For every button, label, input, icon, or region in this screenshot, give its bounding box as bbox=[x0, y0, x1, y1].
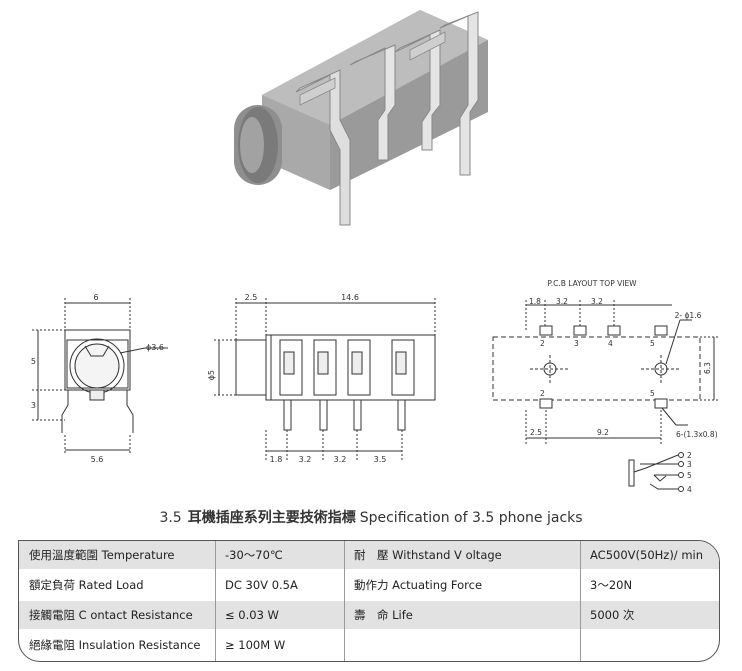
pcb-bottom-dim-2: 9.2 bbox=[597, 428, 609, 437]
spec-label: 動作力 Actuating Force bbox=[354, 578, 483, 592]
spec-label: 耐 壓 Withstand V oltage bbox=[354, 548, 502, 562]
spec-table: 使用溫度範圍 Temperature -30～70℃ 耐 壓 Withstand… bbox=[18, 540, 720, 662]
title-english: Specification of 3.5 phone jacks bbox=[359, 510, 583, 526]
pcb-layout-drawing bbox=[492, 300, 718, 445]
schematic-pin: 4 bbox=[687, 485, 692, 494]
column-divider bbox=[344, 541, 345, 661]
spec-label: 絕緣電阻 Insulation Resistance bbox=[29, 638, 201, 652]
pcb-top-dim-1: 1.8 bbox=[529, 297, 541, 306]
jack-schematic-symbol bbox=[628, 452, 684, 492]
pad-number: 3 bbox=[574, 339, 579, 348]
column-divider bbox=[580, 541, 581, 661]
title-chinese: 耳機插座系列主要技術指標 bbox=[187, 510, 356, 526]
jack-product-image bbox=[234, 10, 488, 226]
pcb-top-dim-3: 3.2 bbox=[591, 297, 603, 306]
pcb-bottom-dim-1: 2.5 bbox=[530, 428, 542, 437]
front-width-label: 6 bbox=[93, 293, 98, 302]
spec-label: 接觸電阻 C ontact Resistance bbox=[29, 608, 193, 622]
side-pitch-1: 1.8 bbox=[270, 455, 283, 464]
technical-drawings: 6 ϕ3.6 5 3 5.6 2.5 1 bbox=[31, 10, 718, 494]
pcb-top-dim-2: 3.2 bbox=[556, 297, 568, 306]
table-row: 接觸電阻 C ontact Resistance ≤ 0.03 W 壽 命 Li… bbox=[19, 601, 719, 629]
front-pin-label: 3 bbox=[31, 401, 36, 410]
front-pin-span-label: 5.6 bbox=[91, 455, 104, 464]
spec-value: 5000 次 bbox=[590, 608, 635, 622]
front-height-label: 5 bbox=[31, 357, 36, 366]
pcb-height-label: 6.3 bbox=[703, 362, 712, 374]
pad-number: 5 bbox=[650, 389, 655, 398]
spec-label: 壽 命 Life bbox=[354, 608, 413, 622]
spec-value: AC500V(50Hz)/ min bbox=[590, 548, 704, 562]
column-divider bbox=[215, 541, 216, 661]
side-off-label: 2.5 bbox=[245, 293, 258, 302]
spec-value: DC 30V 0.5A bbox=[225, 578, 298, 592]
title-number: 3.5 bbox=[159, 510, 182, 526]
spec-value: ≥ 100M W bbox=[225, 638, 286, 652]
schematic-pin: 5 bbox=[687, 471, 692, 480]
pcb-pad-callout: 6-(1.3x0.8) bbox=[676, 430, 718, 439]
front-view-drawing bbox=[32, 298, 168, 455]
schematic-pin: 2 bbox=[687, 451, 692, 460]
pad-number: 2 bbox=[540, 339, 545, 348]
side-pitch-4: 3.5 bbox=[374, 455, 387, 464]
pad-number: 4 bbox=[608, 339, 613, 348]
spec-value: 3～20N bbox=[590, 578, 633, 592]
side-pitch-2: 3.2 bbox=[299, 455, 312, 464]
spec-label: 額定負荷 Rated Load bbox=[29, 578, 144, 592]
table-row: 使用溫度範圍 Temperature -30～70℃ 耐 壓 Withstand… bbox=[19, 541, 719, 569]
table-row: 額定負荷 Rated Load DC 30V 0.5A 動作力 Actuatin… bbox=[19, 571, 719, 599]
pcb-hole-callout: 2- ϕ1.6 bbox=[675, 311, 702, 320]
side-view-drawing bbox=[214, 298, 436, 460]
side-dia-label: ϕ5 bbox=[207, 370, 216, 380]
schematic-pin: 3 bbox=[687, 460, 692, 469]
side-pitch-3: 3.2 bbox=[334, 455, 347, 464]
front-hole-label: ϕ3.6 bbox=[146, 343, 164, 352]
spec-value: -30～70℃ bbox=[225, 548, 283, 562]
spec-label: 使用溫度範圍 Temperature bbox=[29, 548, 175, 562]
pad-number: 5 bbox=[650, 339, 655, 348]
pcb-caption: P.C.B LAYOUT TOP VIEW bbox=[547, 279, 637, 288]
side-length-label: 14.6 bbox=[341, 293, 359, 302]
spec-value: ≤ 0.03 W bbox=[225, 608, 279, 622]
pad-number: 2 bbox=[540, 389, 545, 398]
table-row: 絕緣電阻 Insulation Resistance ≥ 100M W bbox=[19, 631, 719, 659]
